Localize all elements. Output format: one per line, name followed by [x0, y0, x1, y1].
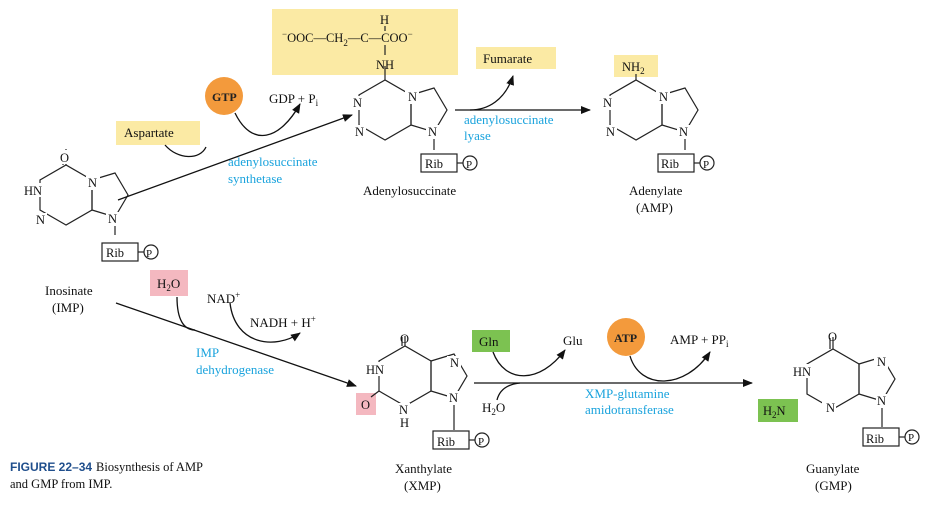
water-in-arrow — [496, 382, 521, 401]
gmp-rib: Rib — [866, 432, 884, 446]
enzyme-lyase-line1: adenylosuccinate — [464, 112, 554, 127]
imp-n3: N — [36, 213, 45, 227]
h2o-in-arrow — [176, 296, 196, 331]
amp-phosphate: P — [703, 159, 709, 171]
caption-line1: Biosynthesis of AMP — [96, 460, 204, 474]
gln-glu-arrow — [492, 349, 566, 377]
succinyl-highlight — [272, 9, 458, 75]
adsucc-n3: N — [355, 125, 364, 139]
xmp-phosphate: P — [478, 436, 484, 448]
gmp-n1h: HN — [793, 365, 811, 379]
imp-abbr: (IMP) — [52, 300, 84, 315]
amp-ppi-label: AMP + PPi — [670, 332, 729, 349]
enzyme-lyase-line2: lyase — [464, 128, 491, 143]
adsucc-n7: N — [408, 90, 417, 104]
h2n-highlight — [758, 399, 798, 422]
gtp-circle — [205, 77, 243, 115]
amp-rib: Rib — [661, 157, 679, 171]
gmp-n7: N — [877, 355, 886, 369]
imp-structure — [39, 149, 159, 262]
h2o-top-label: H2O — [157, 276, 180, 293]
amp-n3: N — [606, 125, 615, 139]
xmp-n3: N — [399, 403, 408, 417]
nadh-label: NADH + H+ — [250, 314, 316, 330]
gmp-n3: N — [826, 401, 835, 415]
xmp-rib: Rib — [437, 435, 455, 449]
aspartate-in-arrow — [164, 144, 207, 158]
gdp-pi-label: GDP + Pi — [269, 91, 319, 108]
xmp-c2-o: O — [361, 398, 370, 412]
arrow-imp-to-xmp — [115, 302, 357, 387]
nad-label: NAD+ — [207, 290, 240, 306]
imp-n7: N — [88, 176, 97, 190]
fumarate-highlight — [476, 47, 556, 69]
amp-nh2: NH2 — [622, 60, 645, 76]
imp-name: Inosinate — [45, 283, 93, 298]
gmp-phosphate: P — [908, 432, 914, 444]
nad-curve-arrow — [229, 302, 301, 343]
imp-phosphate: P — [146, 248, 152, 260]
enzyme-synthetase-line2: synthetase — [228, 171, 282, 186]
imp-n9: N — [108, 212, 117, 226]
xmp-n3-h: H — [400, 416, 409, 430]
nh2-highlight — [614, 55, 658, 77]
xmp-o-highlight — [356, 393, 376, 415]
glu-label: Glu — [563, 333, 583, 348]
imp-n1h: HN — [24, 184, 42, 198]
amp-name: Adenylate — [629, 183, 683, 198]
amp-n1: N — [603, 96, 612, 110]
atp-circle — [607, 318, 645, 356]
gmp-c6-o: O — [828, 330, 837, 344]
enzyme-synthetase-line1: adenylosuccinate — [228, 154, 318, 169]
xmp-abbr: (XMP) — [404, 478, 441, 493]
atp-curve-arrow — [629, 351, 711, 382]
gmp-h2n: H2N — [763, 404, 786, 420]
adenylosuccinate-structure — [358, 66, 478, 173]
atp-label: ATP — [614, 331, 637, 345]
adsucc-rib: Rib — [425, 157, 443, 171]
gmp-structure — [806, 337, 920, 447]
succinyl-chain: −OOC—CH2—C—COO− — [282, 29, 413, 48]
gmp-n9: N — [877, 394, 886, 408]
gmp-abbr: (GMP) — [815, 478, 852, 493]
amp-structure — [609, 74, 715, 173]
figure-label: FIGURE 22–34 — [10, 460, 93, 474]
enzyme-xmp-gln-line1: XMP-glutamine — [585, 386, 670, 401]
h2o-bottom-label: H2O — [482, 400, 505, 417]
succinyl-nh: NH — [376, 58, 394, 72]
xmp-structure — [370, 336, 490, 450]
gtp-curve-arrow — [234, 103, 301, 137]
caption-line2: and GMP from IMP. — [10, 477, 113, 491]
enzyme-xmp-gln-line2: amidotransferase — [585, 402, 674, 417]
fumarate-label: Fumarate — [483, 51, 532, 66]
gtp-label: GTP — [212, 90, 237, 104]
enzyme-imp-dh-line1: IMP — [196, 345, 219, 360]
gln-highlight — [472, 330, 510, 352]
amp-abbr: (AMP) — [636, 200, 673, 215]
adsucc-phosphate: P — [466, 159, 472, 171]
xmp-n7: N — [450, 356, 459, 370]
xmp-c6-o: O — [400, 332, 409, 346]
xmp-n1h: HN — [366, 363, 384, 377]
amp-n7: N — [659, 90, 668, 104]
gln-label: Gln — [479, 334, 499, 349]
enzyme-imp-dh-line2: dehydrogenase — [196, 362, 274, 377]
fumarate-out-arrow — [469, 75, 514, 111]
arrow-imp-to-adenylosuccinate — [117, 114, 353, 201]
adenylosuccinate-name: Adenylosuccinate — [363, 183, 456, 198]
h2o-highlight — [150, 270, 188, 296]
adsucc-n1: N — [353, 96, 362, 110]
gmp-name: Guanylate — [806, 461, 860, 476]
imp-rib: Rib — [106, 246, 124, 260]
xmp-n9: N — [449, 391, 458, 405]
aspartate-label: Aspartate — [124, 125, 174, 140]
amp-n9: N — [679, 125, 688, 139]
succinyl-h: H — [380, 13, 389, 27]
imp-carbonyl-o: O — [60, 151, 69, 165]
aspartate-highlight — [116, 121, 200, 145]
xmp-name: Xanthylate — [395, 461, 452, 476]
adsucc-n9: N — [428, 125, 437, 139]
